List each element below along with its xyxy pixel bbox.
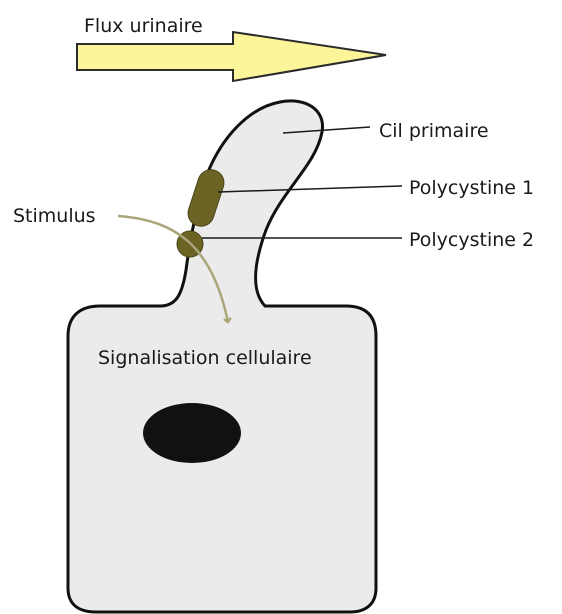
flow-label: Flux urinaire (84, 15, 203, 37)
polycystin-1-label: Polycystine 1 (409, 177, 534, 199)
signaling-label: Signalisation cellulaire (98, 347, 312, 369)
cilium-label: Cil primaire (379, 120, 489, 142)
polycystin-2-label: Polycystine 2 (409, 229, 534, 251)
nucleus (143, 403, 241, 463)
flow-arrow-icon (77, 32, 386, 81)
stimulus-label: Stimulus (13, 205, 96, 227)
